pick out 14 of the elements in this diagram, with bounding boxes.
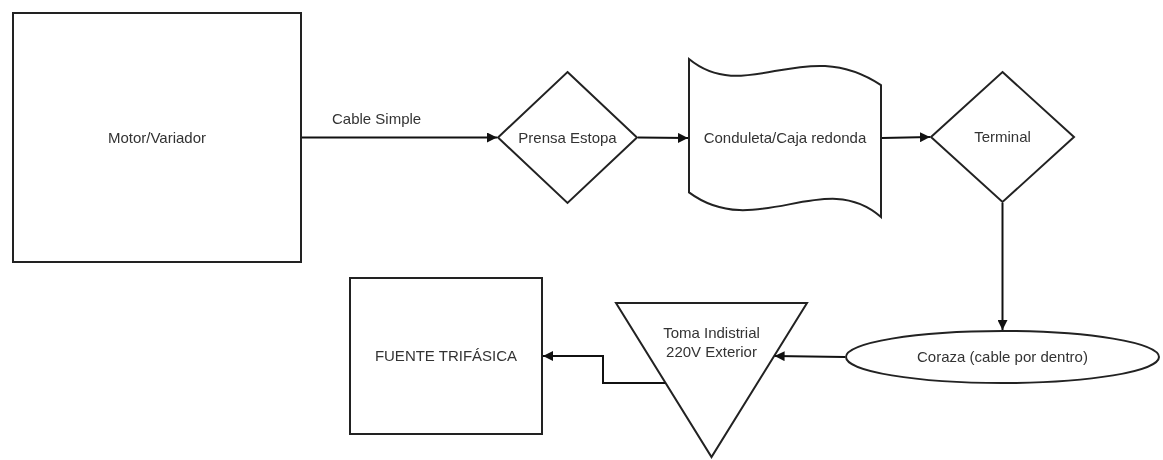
node-label: Motor/Variador	[107, 127, 207, 148]
node-label: Toma Indistrial 220V Exterior	[662, 322, 761, 362]
node-label: Terminal	[974, 127, 1031, 147]
arrow	[637, 132, 689, 143]
edge-label: Cable Simple	[330, 110, 424, 127]
node-label: Coraza (cable por dentro)	[917, 347, 1088, 367]
arrow	[997, 202, 1008, 331]
arrow	[542, 351, 667, 384]
node-label: FUENTE TRIFÁSICA	[374, 346, 518, 366]
node-label: Prensa Estopa	[518, 127, 617, 148]
arrow	[881, 132, 931, 143]
node-label: Conduleta/Caja redonda	[703, 128, 867, 148]
arrow	[301, 132, 498, 143]
arrow	[773, 351, 846, 362]
